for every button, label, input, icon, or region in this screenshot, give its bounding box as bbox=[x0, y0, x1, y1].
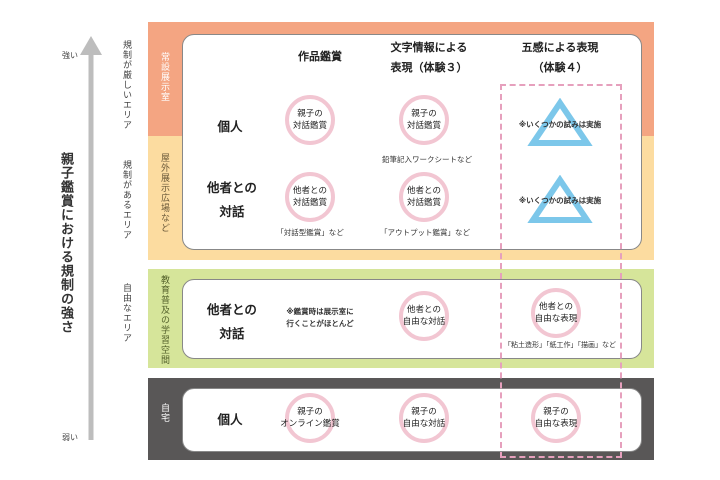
triangle-icon bbox=[527, 175, 593, 223]
cell-parent-child-dialogue-artwork: 親子の対話鑑賞 bbox=[285, 95, 335, 145]
note-partial-1: ※いくつかの試みは実施 bbox=[518, 120, 602, 129]
band-label-outdoor: 屋外展示広場など bbox=[159, 153, 169, 233]
row-head-edu-dialogue-1: 他者との bbox=[207, 302, 257, 317]
note-output: 「アウトプット鑑賞」など bbox=[380, 228, 470, 237]
triangle-icon bbox=[527, 98, 593, 146]
row-head-dialogue-1: 他者との bbox=[207, 180, 257, 195]
col-head-senses-2: （体験４） bbox=[532, 61, 588, 74]
col-head-senses-1: 五感による表現 bbox=[521, 41, 599, 54]
row-head-home-individual: 個人 bbox=[217, 412, 243, 427]
zone-strict-label: 規制が厳しいエリア bbox=[121, 40, 131, 130]
row-head-edu-dialogue-2: 対話 bbox=[219, 326, 245, 341]
cell-others-dialogue-artwork: 他者との対話鑑賞 bbox=[285, 172, 335, 222]
cell-parent-child-free-expression: 親子の自由な表現 bbox=[531, 393, 581, 443]
cell-parent-child-dialogue-text: 親子の対話鑑賞 bbox=[399, 95, 449, 145]
zone-free-label: 自由なエリア bbox=[121, 283, 131, 343]
note-edu-1: ※鑑賞時は展示室に bbox=[286, 307, 354, 316]
zone-regulated-label: 規制があるエリア bbox=[121, 160, 131, 240]
note-partial-2: ※いくつかの試みは実施 bbox=[518, 196, 602, 205]
cell-parent-child-free-dialogue: 親子の自由な対話 bbox=[399, 393, 449, 443]
axis-strong-label: 強い bbox=[62, 51, 78, 60]
axis-weak-label: 弱い bbox=[62, 433, 78, 442]
note-edu-2: 行くことがほとんど bbox=[286, 319, 354, 328]
col-head-text-2: 表現（体験３） bbox=[390, 61, 468, 74]
note-worksheet: 鉛筆記入ワークシートなど bbox=[382, 155, 472, 164]
senses-column-highlight bbox=[500, 84, 622, 458]
row-head-dialogue-2: 対話 bbox=[219, 204, 245, 219]
cell-parent-child-online: 親子のオンライン鑑賞 bbox=[280, 393, 340, 443]
col-head-artwork: 作品鑑賞 bbox=[298, 50, 342, 63]
cell-others-dialogue-text: 他者との対話鑑賞 bbox=[399, 172, 449, 222]
cell-others-free-dialogue: 他者との自由な対話 bbox=[399, 291, 449, 341]
row-head-individual: 個人 bbox=[217, 119, 243, 134]
axis-title: 親子鑑賞における規制の強さ bbox=[58, 152, 73, 334]
note-crafts: 「粘土造形」「紙工作」「描画」など bbox=[504, 341, 616, 349]
col-head-text-1: 文字情報による bbox=[390, 41, 468, 54]
cell-others-free-expression: 他者との自由な表現 bbox=[531, 288, 581, 338]
band-label-home: 自宅 bbox=[159, 403, 169, 423]
note-dialogue-type: 「対話型鑑賞」など bbox=[276, 228, 344, 237]
strength-axis bbox=[80, 36, 102, 440]
band-label-permanent: 常設展示室 bbox=[159, 52, 169, 102]
band-label-education: 教育普及の学習空間 bbox=[159, 275, 169, 365]
